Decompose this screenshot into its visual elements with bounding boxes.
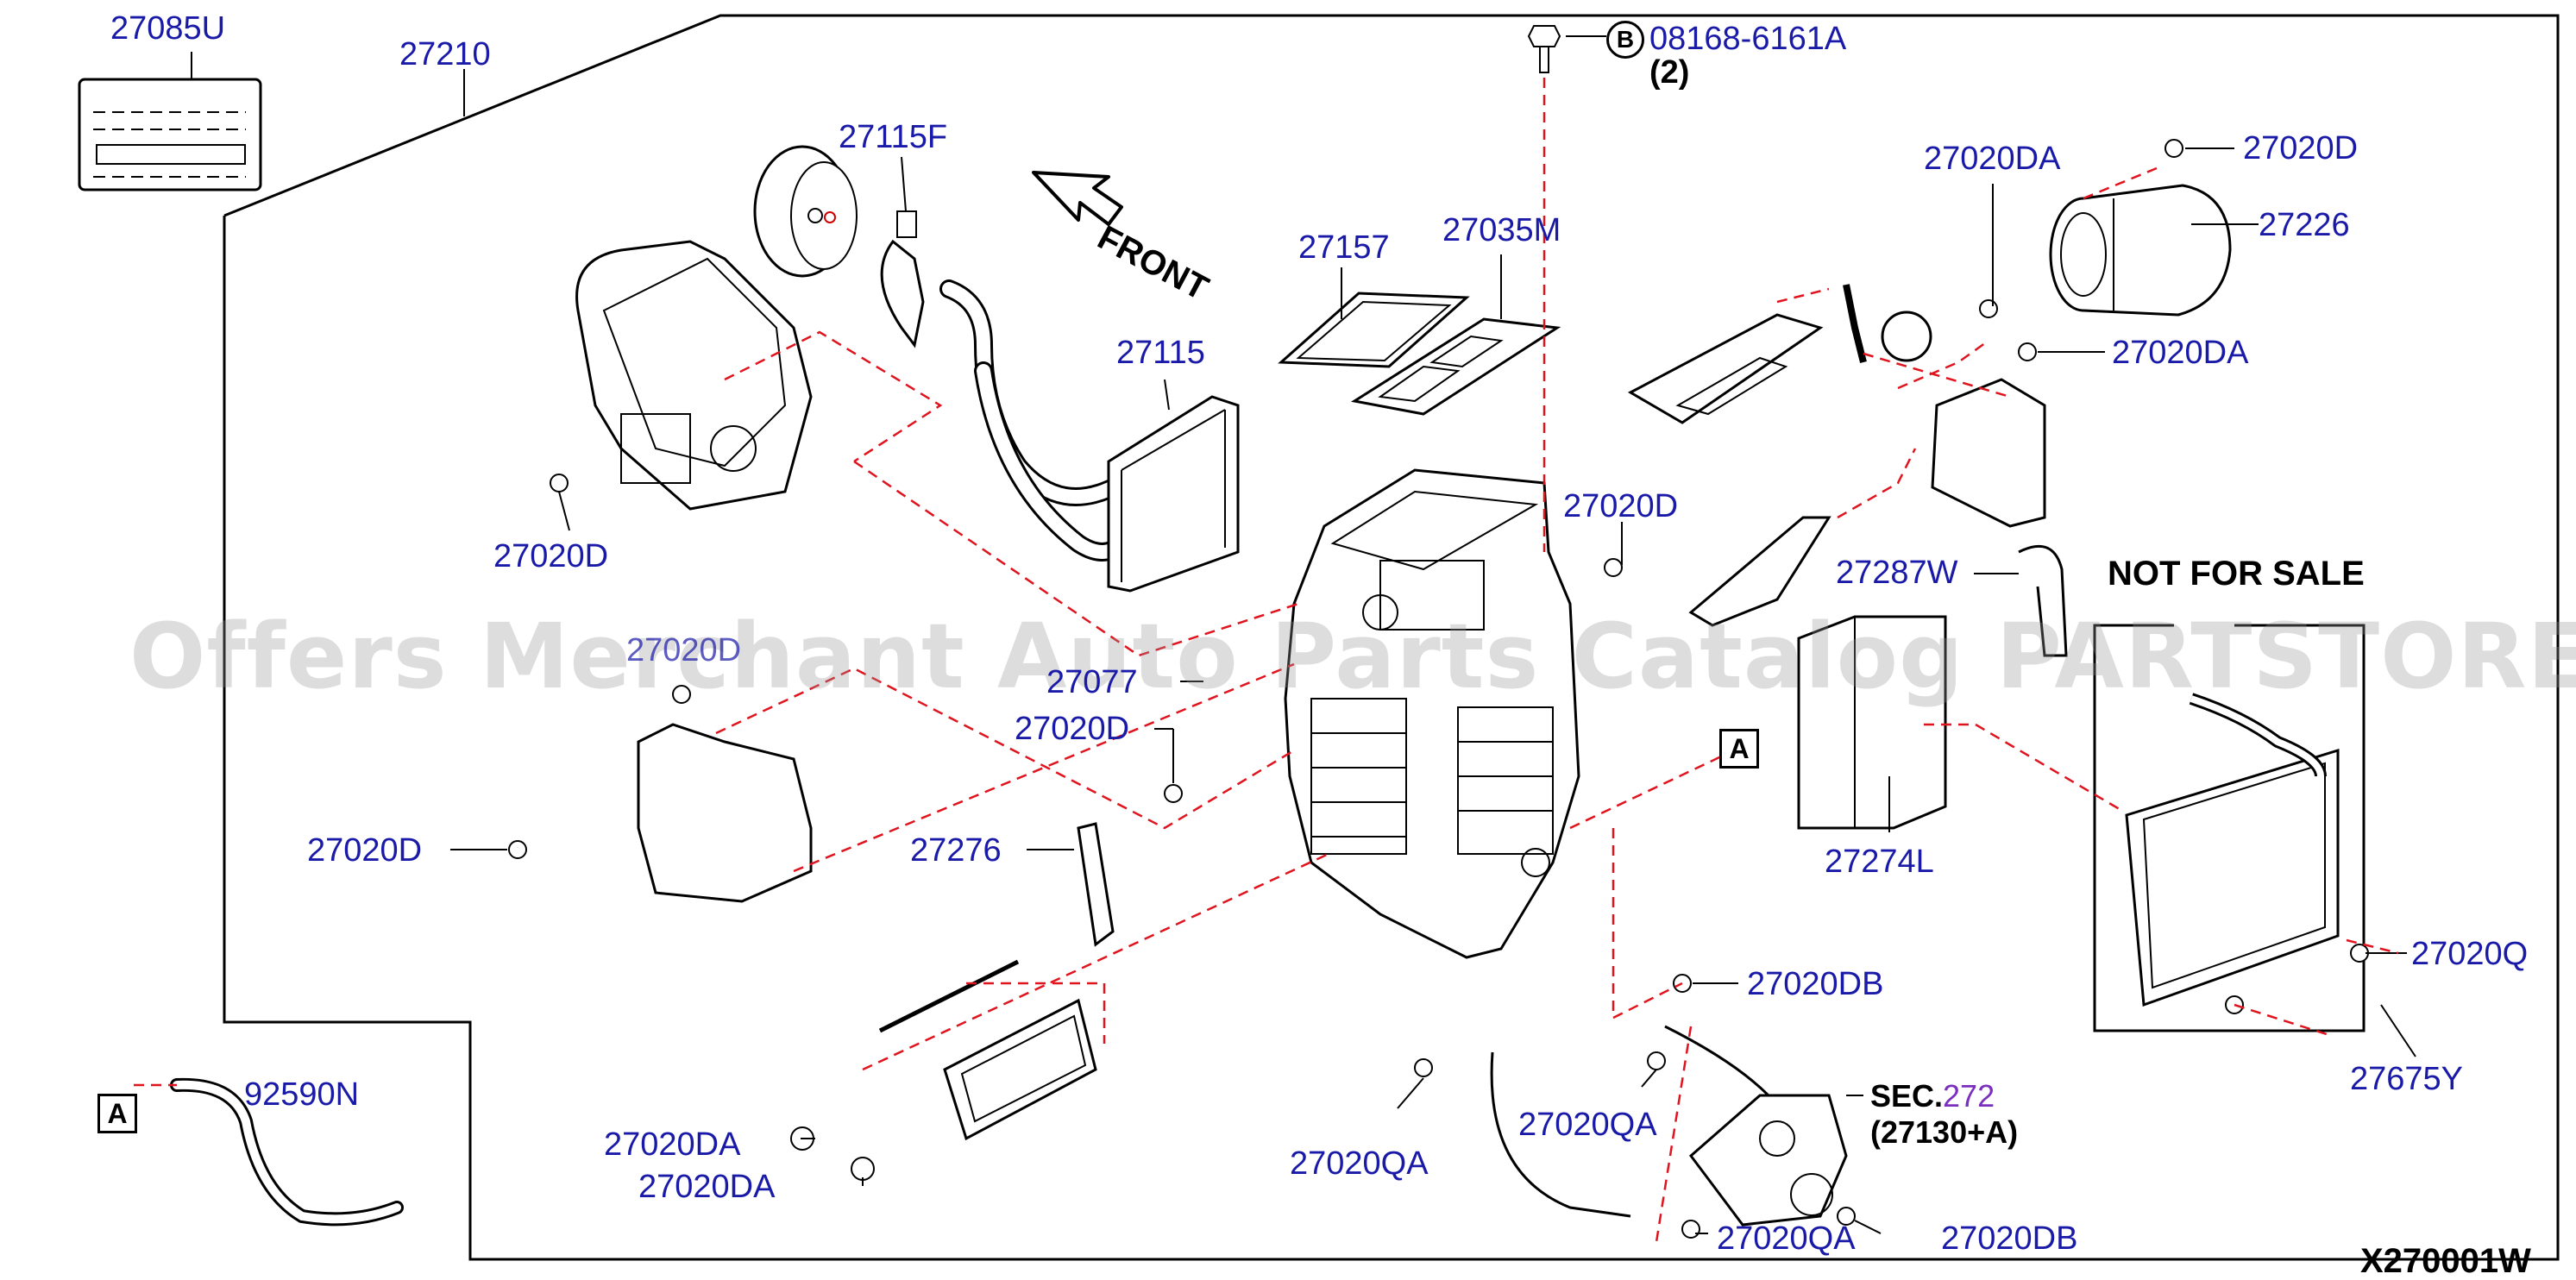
- label-27020D-top[interactable]: 27020D: [2243, 130, 2359, 166]
- link-rod-icon: [1077, 822, 1115, 947]
- floor-door-icon: [943, 998, 1097, 1141]
- front-arrow-icon: [1032, 171, 1123, 226]
- label-27115[interactable]: 27115: [1116, 335, 1205, 371]
- label-27020DA-right[interactable]: 27020DA: [2112, 335, 2249, 371]
- label-27020DB-mid[interactable]: 27020DB: [1747, 966, 1884, 1002]
- label-27020QA-3[interactable]: 27020QA: [1717, 1220, 1856, 1257]
- label-27020DA-top[interactable]: 27020DA: [1924, 141, 2061, 177]
- label-27035M[interactable]: 27035M: [1442, 212, 1561, 248]
- sec-prefix: SEC.: [1870, 1078, 1944, 1114]
- assembly-outline: [223, 14, 2560, 1261]
- label-27020Q[interactable]: 27020Q: [2411, 936, 2529, 972]
- label-27020DB-low[interactable]: 27020DB: [1941, 1220, 2078, 1257]
- leader-lines: [191, 35, 2416, 1234]
- screw-icon: [508, 25, 2369, 1239]
- label-27020DA-bottom-2[interactable]: 27020DA: [638, 1169, 776, 1205]
- label-27287W[interactable]: 27287W: [1836, 555, 1958, 591]
- assembly-dashed-lines: [134, 78, 2399, 1243]
- label-27020QA-2[interactable]: 27020QA: [1290, 1145, 1429, 1182]
- label-08168-6161A[interactable]: 08168-6161A: [1649, 21, 1847, 57]
- filter-icon: [1278, 292, 1561, 416]
- label-27115F[interactable]: 27115F: [839, 119, 948, 155]
- label-27077[interactable]: 27077: [1046, 664, 1138, 700]
- not-for-sale-label: NOT FOR SALE: [2108, 555, 2365, 593]
- label-27020QA-1[interactable]: 27020QA: [1518, 1107, 1657, 1143]
- sec-subassembly: (27130+A): [1870, 1114, 2019, 1150]
- heater-core-icon: [939, 279, 1240, 593]
- label-27157[interactable]: 27157: [1298, 229, 1390, 266]
- tag-a-right: A: [1719, 729, 1759, 769]
- diagram-code: X270001W: [2360, 1242, 2531, 1280]
- hvac-unit-icon: [1284, 468, 1580, 959]
- actuator-motor-icon: [1490, 1025, 1848, 1227]
- label-27020D-low[interactable]: 27020D: [307, 832, 423, 869]
- not-for-sale-box: [2093, 624, 2366, 1032]
- label-27020D-obscured[interactable]: 27020D: [626, 632, 742, 668]
- watermark: Offers Merchant Auto Parts Catalog PARTS…: [129, 604, 2576, 709]
- label-27085U[interactable]: 27085U: [110, 10, 226, 47]
- label-27226[interactable]: 27226: [2259, 207, 2350, 243]
- bolt-callout-b: B: [1606, 21, 1644, 59]
- lower-duct-icon: [637, 723, 813, 903]
- intake-housing-icon: [575, 240, 813, 511]
- label-27675Y[interactable]: 27675Y: [2350, 1061, 2464, 1097]
- blower-motor-icon: [2049, 184, 2232, 317]
- label-27020D-mid[interactable]: 27020D: [1015, 711, 1130, 747]
- label-27020DA-bottom-1[interactable]: 27020DA: [604, 1126, 741, 1163]
- evaporator-icon: [2125, 693, 2340, 1007]
- label-27274L[interactable]: 27274L: [1825, 844, 1934, 880]
- label-sticker-icon: [78, 78, 262, 191]
- blower-fan-icon: [753, 145, 925, 348]
- shaft-icon: [878, 959, 1020, 1033]
- quantity-note: (2): [1649, 54, 1690, 91]
- sec-number: 272: [1943, 1078, 1995, 1114]
- label-27020D-left[interactable]: 27020D: [493, 538, 609, 574]
- mode-door-icon: [1627, 284, 2068, 657]
- label-27276[interactable]: 27276: [910, 832, 1002, 869]
- tag-a-left: A: [97, 1094, 137, 1133]
- label-27020D-center[interactable]: 27020D: [1563, 488, 1679, 524]
- sec-reference[interactable]: SEC.272: [1870, 1081, 1995, 1112]
- label-27210[interactable]: 27210: [399, 36, 491, 72]
- label-92590N[interactable]: 92590N: [244, 1076, 360, 1113]
